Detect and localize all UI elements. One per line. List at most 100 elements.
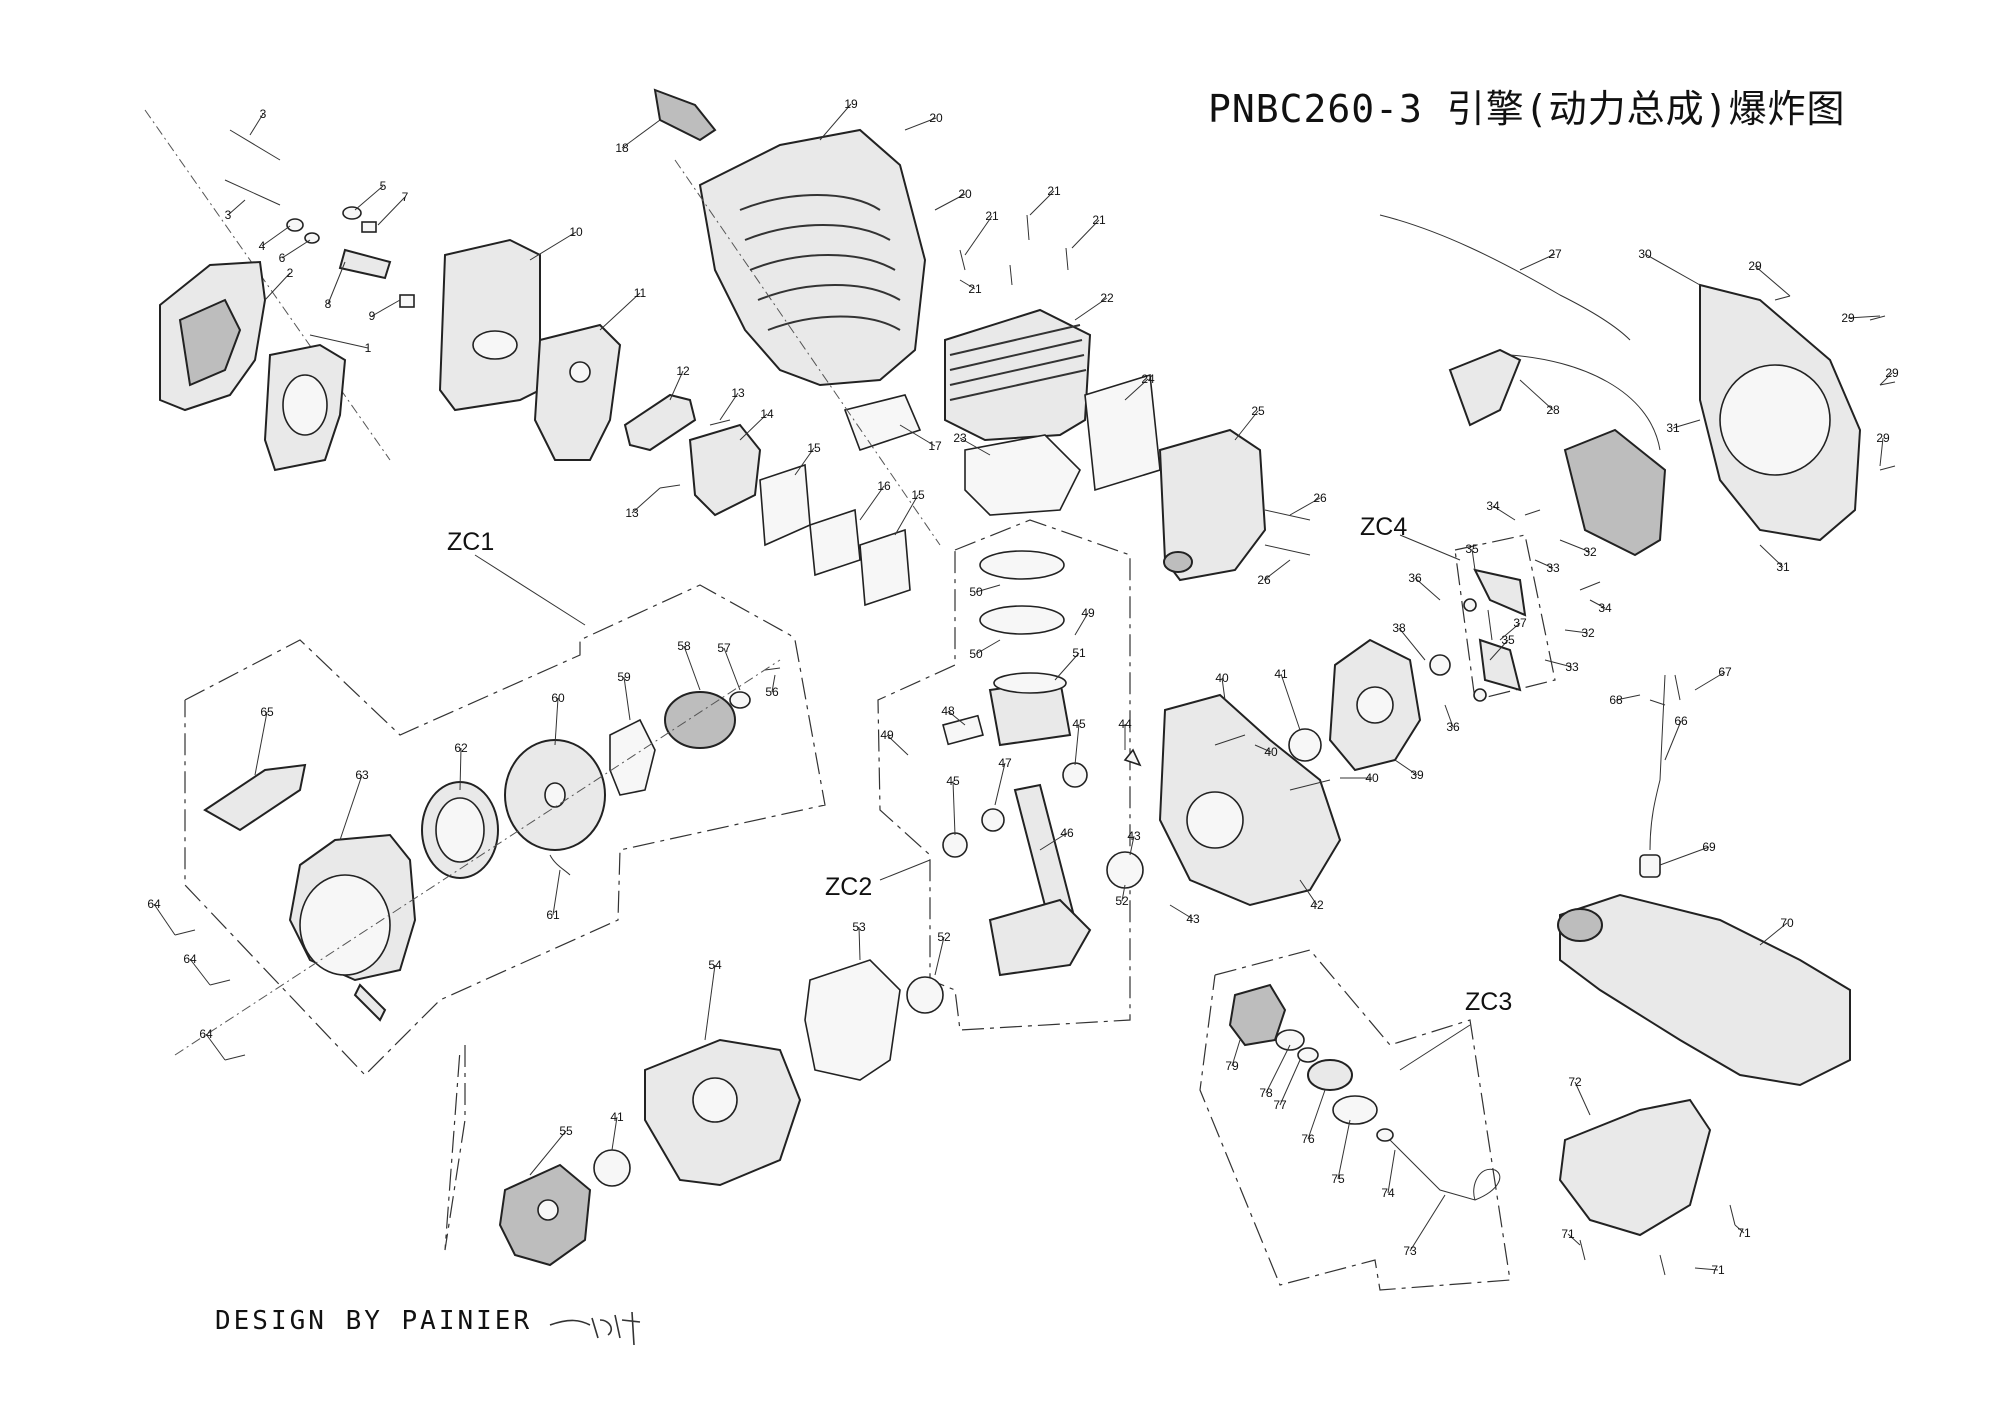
callout-leader-43 xyxy=(1129,835,1135,856)
callout-leader-19 xyxy=(819,103,852,141)
callout-number-68: 68 xyxy=(1609,693,1623,707)
zc2-piston-crank xyxy=(906,550,1092,1014)
screw-29-b xyxy=(1869,315,1886,321)
callout-leader-5 xyxy=(354,185,384,211)
screw-64-b xyxy=(209,979,231,986)
callout-number-28: 28 xyxy=(1546,403,1560,417)
callout-leader-16 xyxy=(859,485,885,521)
fuel-tank-70 xyxy=(1559,893,1851,1087)
callout-leader-28 xyxy=(1519,379,1554,411)
callout-leader-70 xyxy=(1759,922,1788,946)
screw-21-c xyxy=(1065,247,1069,271)
cover-fin-1 xyxy=(739,194,881,211)
clutch-shoe-35-lower xyxy=(1478,638,1522,692)
callout-leader-49 xyxy=(886,734,909,756)
callout-leader-25 xyxy=(1234,410,1259,441)
screw-34-lower xyxy=(1579,581,1601,591)
callout-leader-39 xyxy=(1394,759,1418,776)
callout-number-49: 49 xyxy=(880,728,894,742)
cylinder-cover-assembly xyxy=(653,88,941,546)
callout-number-60: 60 xyxy=(551,691,565,705)
fuel-cap-tether-73 xyxy=(1389,1139,1501,1201)
callout-number-73: 73 xyxy=(1403,1244,1417,1258)
callout-number-40: 40 xyxy=(1365,771,1379,785)
callout-number-45: 45 xyxy=(1072,717,1086,731)
callout-leader-71 xyxy=(1567,1233,1581,1246)
callout-number-66: 66 xyxy=(1674,714,1688,728)
callout-number-18: 18 xyxy=(615,141,629,155)
cylinder-cover-19 xyxy=(698,128,927,387)
callout-number-10: 10 xyxy=(569,225,583,239)
callout-leader-47 xyxy=(994,762,1006,806)
cover-plate-17 xyxy=(843,394,922,452)
callout-number-37: 37 xyxy=(1513,616,1527,630)
oil-seal-41-lower xyxy=(593,1149,631,1187)
callout-leader-13 xyxy=(719,392,739,421)
callout-leader-29 xyxy=(1879,372,1893,386)
callout-labels: 1233456789101112131314151615171819202021… xyxy=(147,97,1899,1277)
callout-leader-50 xyxy=(975,584,1001,593)
callout-number-8: 8 xyxy=(325,297,332,311)
fuel-line-67 xyxy=(1674,674,1681,701)
callout-leader-53 xyxy=(858,926,861,961)
callout-number-46: 46 xyxy=(1060,826,1074,840)
starter-handle-65 xyxy=(203,763,307,832)
carburetor-throttle xyxy=(569,361,591,383)
callout-number-17: 17 xyxy=(928,439,942,453)
callout-number-61: 61 xyxy=(546,908,560,922)
callout-leader-31 xyxy=(1672,419,1701,429)
callout-number-26: 26 xyxy=(1313,491,1327,505)
callout-leader-63 xyxy=(339,774,363,841)
key-44 xyxy=(1123,748,1142,767)
callout-leader-17 xyxy=(899,424,936,447)
high-tension-lead-28 xyxy=(1509,354,1661,451)
heat-shield-16 xyxy=(809,508,861,577)
ignition-assembly xyxy=(1379,214,1896,591)
cap-retainer-78 xyxy=(1275,1029,1305,1051)
crankshaft-46 xyxy=(988,898,1092,977)
bolt-40-lower xyxy=(1289,779,1331,791)
group-label-zc1: ZC1 xyxy=(447,528,494,556)
clutch-shoe-35-upper xyxy=(1473,568,1527,617)
callout-leader-8 xyxy=(327,261,346,305)
callout-leader-45 xyxy=(952,780,956,836)
callout-number-79: 79 xyxy=(1225,1059,1239,1073)
callout-number-19: 19 xyxy=(844,97,858,111)
fuel-line-66 xyxy=(1649,674,1666,851)
callout-leader-52 xyxy=(934,936,945,976)
bushing-7 xyxy=(361,221,377,233)
screw-34-upper xyxy=(1524,509,1541,516)
crankcase-42 xyxy=(1158,693,1342,907)
callout-number-32: 32 xyxy=(1581,626,1595,640)
callout-leader-54 xyxy=(704,964,716,1041)
zc3-leader xyxy=(1399,1024,1471,1071)
callout-leader-15 xyxy=(794,447,815,476)
needle-bearing-47 xyxy=(981,808,1005,832)
muffler-outlet xyxy=(1163,551,1193,573)
callout-leader-48 xyxy=(947,710,966,726)
callout-leader-11 xyxy=(599,292,641,331)
callout-leader-23 xyxy=(959,437,991,456)
callout-number-76: 76 xyxy=(1301,1132,1315,1146)
cylinder-fin-1 xyxy=(949,324,1081,356)
callout-number-20: 20 xyxy=(929,111,943,125)
washer-38 xyxy=(1429,654,1451,676)
piston-ring-50-upper xyxy=(979,550,1065,580)
callout-leader-33 xyxy=(1544,659,1573,668)
bearing-45-right xyxy=(1062,762,1088,788)
callout-number-72: 72 xyxy=(1568,1075,1582,1089)
washer-36-upper xyxy=(1463,598,1477,612)
carburetor-assembly xyxy=(533,323,911,607)
air-filter-assembly xyxy=(144,109,541,472)
spark-plug-18 xyxy=(653,88,717,142)
callout-number-64: 64 xyxy=(183,952,197,966)
callout-number-15: 15 xyxy=(807,441,821,455)
callout-number-16: 16 xyxy=(877,479,891,493)
fuel-line-68 xyxy=(1649,699,1666,706)
callout-number-43: 43 xyxy=(1186,912,1200,926)
bolt-26-upper xyxy=(1264,509,1311,521)
piston-pin-48 xyxy=(942,714,984,746)
callout-number-67: 67 xyxy=(1718,665,1732,679)
callout-leader-38 xyxy=(1398,627,1426,661)
callout-number-24: 24 xyxy=(1141,372,1155,386)
